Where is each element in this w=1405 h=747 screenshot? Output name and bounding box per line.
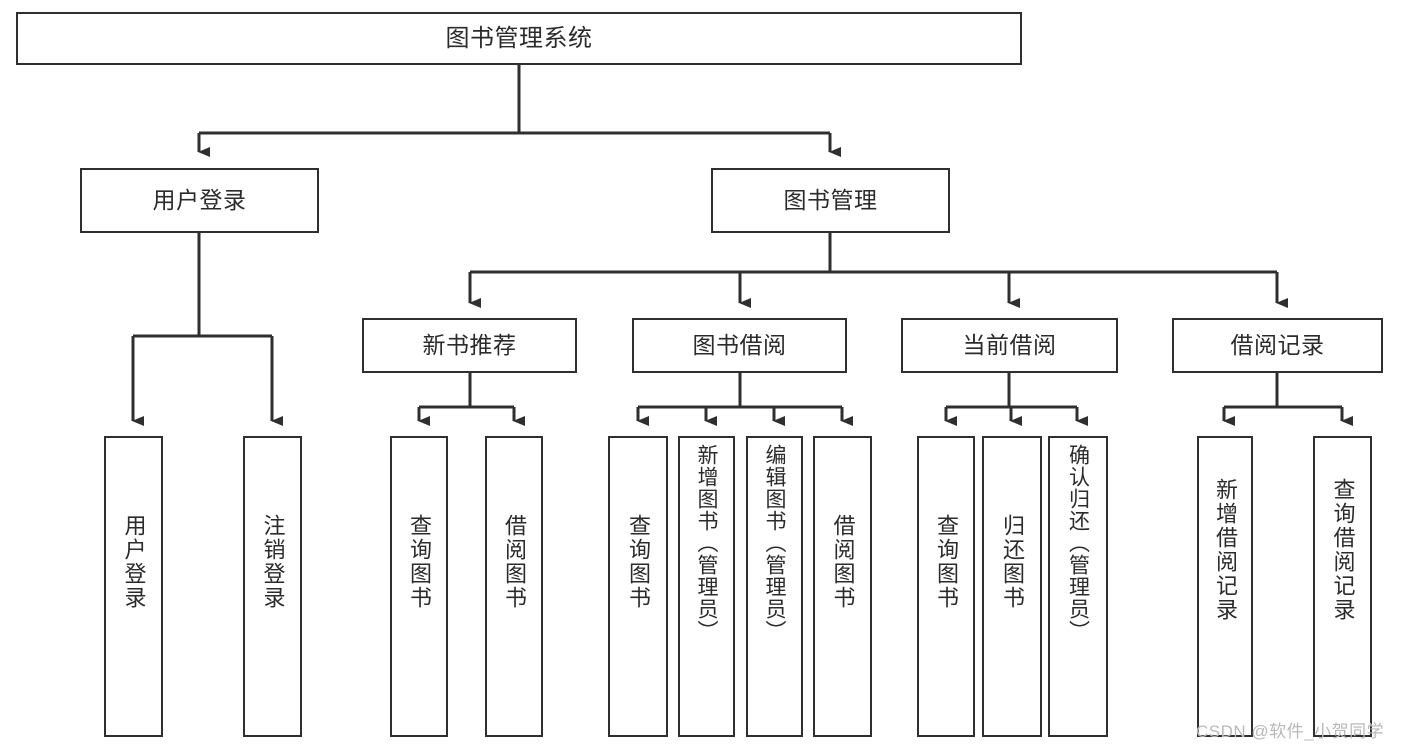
node-label: 图书管理系统 (445, 24, 593, 52)
node-label: 当前借阅 (962, 332, 1057, 359)
leaf-br-query-record[interactable]: 查询借阅记录 (1313, 436, 1372, 737)
node-label: 借阅图书 (830, 514, 856, 610)
node-root-system[interactable]: 图书管理系统 (16, 12, 1022, 65)
node-label: 归还图书 (1000, 514, 1025, 610)
node-label: 新书推荐 (422, 332, 517, 359)
node-label: 用户登录 (121, 514, 147, 610)
node-borrow-records[interactable]: 借阅记录 (1172, 318, 1383, 373)
leaf-br-add-record[interactable]: 新增借阅记录 (1197, 436, 1253, 737)
leaf-nb-borrow-book[interactable]: 借阅图书 (485, 436, 543, 737)
leaf-bb-borrow-book[interactable]: 借阅图书 (813, 436, 872, 737)
node-label: 查询图书 (934, 514, 959, 610)
node-label: 图书借阅 (692, 332, 787, 359)
leaf-bb-query-book[interactable]: 查询图书 (608, 436, 668, 737)
node-label: 图书管理 (783, 187, 878, 214)
node-book-management[interactable]: 图书管理 (711, 168, 950, 233)
node-label: 借阅图书 (502, 514, 527, 610)
node-label: 新增借阅记录 (1213, 478, 1238, 622)
leaf-logout[interactable]: 注销登录 (243, 436, 302, 737)
node-label: 借阅记录 (1230, 332, 1325, 359)
node-current-borrow[interactable]: 当前借阅 (901, 318, 1118, 373)
leaf-bb-edit-book[interactable]: 编辑图书（管理员） (746, 436, 803, 737)
node-label: 查询图书 (407, 514, 432, 610)
node-book-borrow[interactable]: 图书借阅 (632, 318, 847, 373)
leaf-bb-add-book[interactable]: 新增图书（管理员） (678, 436, 735, 737)
node-label: 确认归还（管理员） (1066, 444, 1090, 642)
leaf-user-login[interactable]: 用户登录 (104, 436, 163, 737)
node-label: 查询图书 (626, 514, 651, 610)
node-label: 编辑图书（管理员） (763, 444, 786, 642)
leaf-cb-confirm-return[interactable]: 确认归还（管理员） (1048, 436, 1108, 737)
node-label: 注销登录 (260, 514, 286, 610)
leaf-cb-query-book[interactable]: 查询图书 (917, 436, 975, 737)
node-new-book-recommend[interactable]: 新书推荐 (362, 318, 577, 373)
node-label: 查询借阅记录 (1330, 478, 1356, 622)
watermark-text: CSDN @软件_小贺同学 (1196, 722, 1385, 741)
leaf-cb-return-book[interactable]: 归还图书 (982, 436, 1042, 737)
node-user-login[interactable]: 用户登录 (80, 168, 319, 233)
node-label: 新增图书（管理员） (695, 444, 718, 642)
leaf-nb-query-book[interactable]: 查询图书 (390, 436, 448, 737)
node-label: 用户登录 (152, 187, 247, 214)
